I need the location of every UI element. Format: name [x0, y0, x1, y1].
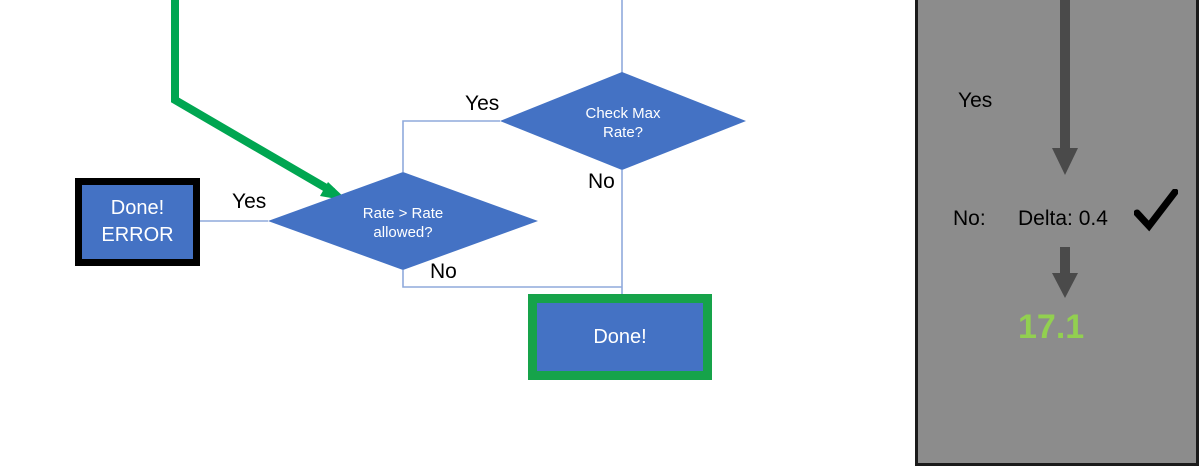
terminal-done-error[interactable]: Done! ERROR — [75, 178, 200, 266]
branch-label-check-max-no: No — [588, 170, 615, 193]
panel-no-label: No: — [953, 207, 986, 230]
side-panel: Yes No: Delta: 0.4 17.1 — [915, 0, 1199, 466]
panel-result-value: 17.1 — [1018, 308, 1085, 346]
decision-rate-gt-rate-allowed-label: Rate > Rate allowed? — [362, 205, 444, 241]
branch-label-rate-no: No — [430, 260, 457, 283]
branch-label-rate-yes: Yes — [232, 190, 267, 213]
connector-check-max-yes — [402, 120, 500, 172]
terminal-done[interactable]: Done! — [528, 294, 712, 380]
panel-yes-label: Yes — [958, 89, 993, 112]
branch-label-check-max-yes: Yes — [465, 92, 500, 115]
down-arrow-icon-top — [1052, 0, 1078, 175]
decision-check-max-rate-label: Check Max Rate? — [585, 105, 661, 141]
green-highlight-path — [171, 0, 336, 196]
decision-rate-gt-rate-allowed — [268, 172, 538, 270]
down-arrow-icon-bottom — [1052, 247, 1078, 298]
check-mark-icon — [1134, 189, 1178, 232]
panel-delta-value: Delta: 0.4 — [1018, 207, 1108, 230]
connector-rate-no — [402, 270, 622, 288]
decision-check-max-rate — [500, 72, 746, 170]
